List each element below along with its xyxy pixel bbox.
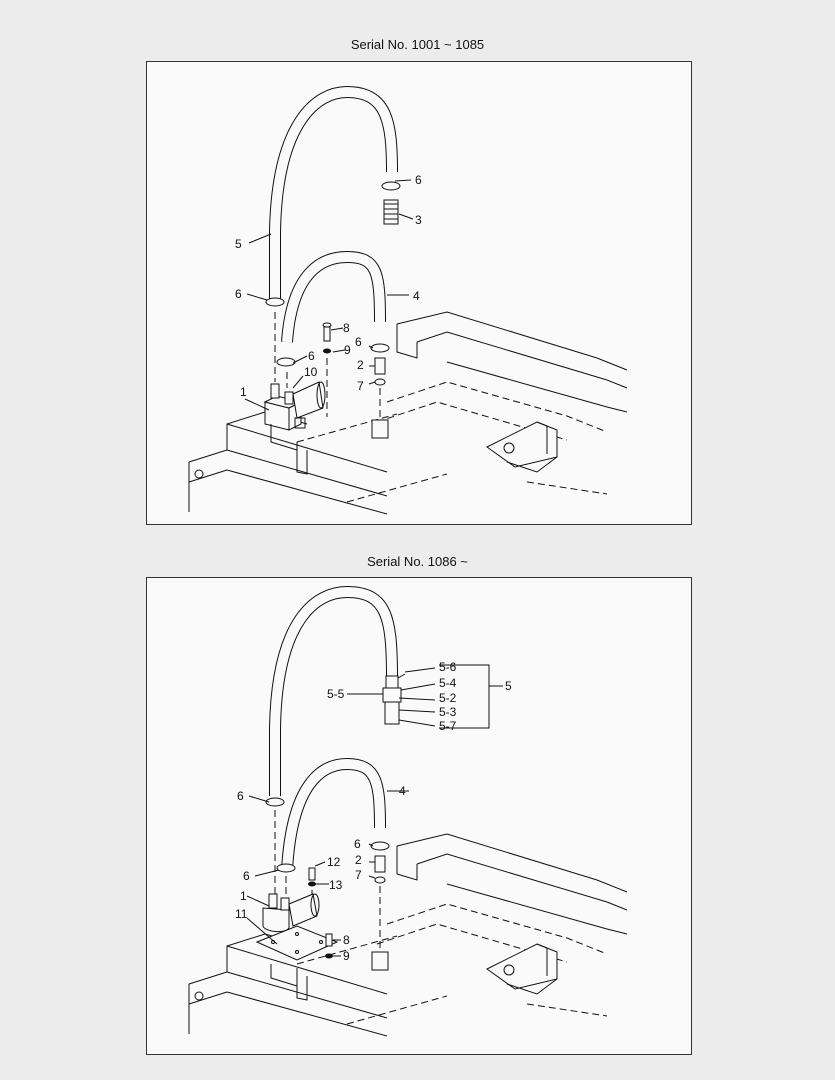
exploded-view-1: 6 3 5 6 4 8 6 9 6 2 10 7 1 <box>188 85 628 515</box>
callout-5-4: 5-4 <box>439 676 457 690</box>
callout-1: 1 <box>240 385 247 399</box>
clamp-icon <box>370 343 390 353</box>
hose-4 <box>281 250 386 343</box>
callout-5-2: 5-2 <box>439 691 457 705</box>
callout-6: 6 <box>308 349 315 363</box>
callout-13: 13 <box>329 878 343 892</box>
callout-6: 6 <box>354 837 361 851</box>
callout-10: 10 <box>304 365 318 379</box>
callout-5-7: 5-7 <box>439 719 457 733</box>
pump-1 <box>262 893 320 933</box>
bushing <box>371 419 389 439</box>
bushing <box>371 951 389 971</box>
clamp-icon <box>370 841 390 851</box>
callout-5: 5 <box>235 237 242 251</box>
diagram-panel-1: 6 3 5 6 4 8 6 9 6 2 10 7 1 <box>146 61 692 525</box>
mount-plate-11 <box>255 925 339 961</box>
callout-3: 3 <box>415 213 422 227</box>
bolt-8 <box>322 322 332 342</box>
callout-4: 4 <box>399 784 406 798</box>
bolt-12 <box>308 867 316 881</box>
callout-12: 12 <box>327 855 341 869</box>
hose-5 <box>269 585 398 796</box>
panel-2-title: Serial No. 1086 ~ <box>367 554 468 569</box>
callout-1: 1 <box>240 889 247 903</box>
pump-1 <box>263 381 326 431</box>
callout-6: 6 <box>355 335 362 349</box>
callout-8: 8 <box>343 933 350 947</box>
callout-8: 8 <box>343 321 350 335</box>
callout-4: 4 <box>413 289 420 303</box>
exploded-view-2: 5-6 5-4 5-2 5-3 5-7 5 5-5 6 4 6 2 12 6 7… <box>188 585 628 1037</box>
callout-6: 6 <box>415 173 422 187</box>
chassis-frame <box>188 311 628 515</box>
clamp-icon <box>381 181 401 191</box>
callout-6: 6 <box>235 287 242 301</box>
clamp-icon <box>276 357 296 367</box>
callout-5-6: 5-6 <box>439 660 457 674</box>
hose-4 <box>281 757 386 871</box>
washer-9 <box>323 348 331 354</box>
callout-2: 2 <box>355 853 362 867</box>
callout-5-3: 5-3 <box>439 705 457 719</box>
callout-2: 2 <box>357 358 364 372</box>
clamp-icon <box>265 797 285 807</box>
callout-7: 7 <box>357 379 364 393</box>
callout-6: 6 <box>237 789 244 803</box>
clamp-icon <box>265 297 285 307</box>
callout-7: 7 <box>355 868 362 882</box>
chassis-frame <box>188 833 628 1037</box>
quick-coupler-assembly <box>382 673 406 725</box>
fitting-2 <box>374 357 386 386</box>
callout-5: 5 <box>505 679 512 693</box>
callout-6: 6 <box>243 869 250 883</box>
fitting-2 <box>374 855 386 873</box>
washer-9 <box>325 953 333 959</box>
callout-9: 9 <box>343 949 350 963</box>
panel-1-title: Serial No. 1001 ~ 1085 <box>350 37 485 52</box>
diagram-panel-2: 5-6 5-4 5-2 5-3 5-7 5 5-5 6 4 6 2 12 6 7… <box>146 577 692 1055</box>
washer-13 <box>308 881 316 887</box>
callout-5-5: 5-5 <box>327 687 345 701</box>
o-ring-7 <box>374 876 386 884</box>
hose-5 <box>269 85 398 302</box>
callout-9: 9 <box>344 343 351 357</box>
bolt-8 <box>325 933 333 947</box>
fitting-3 <box>383 199 399 225</box>
callout-11: 11 <box>235 907 248 921</box>
clamp-icon <box>276 863 296 873</box>
